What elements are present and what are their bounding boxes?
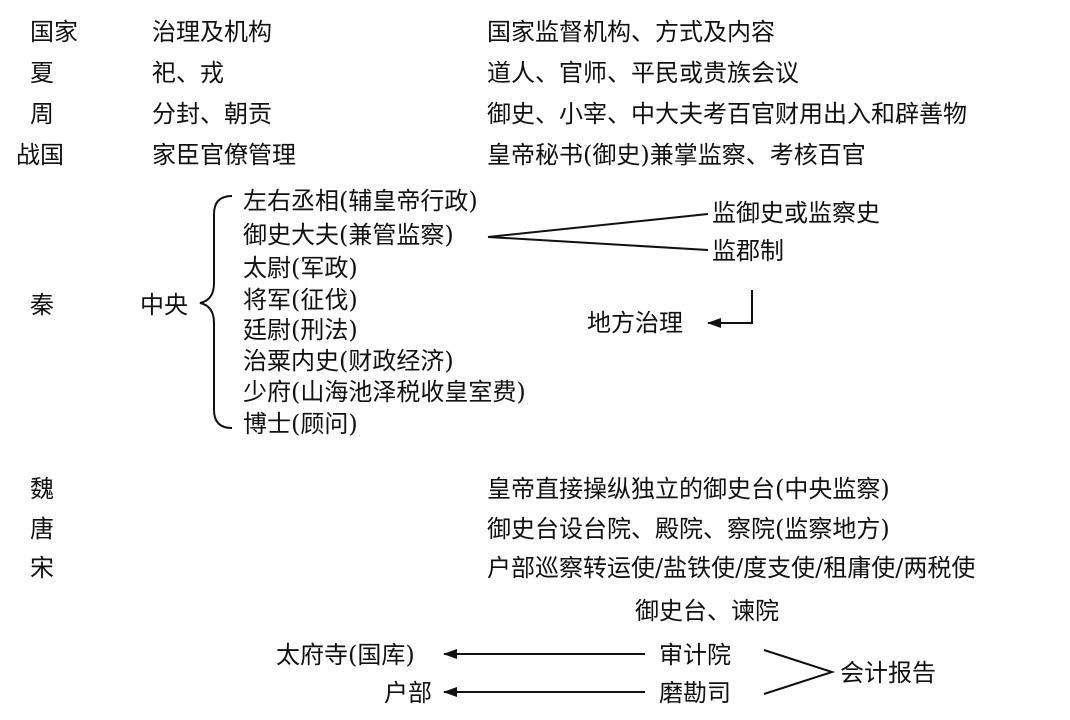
later-state: 宋 [30,554,54,582]
song-treasury: 太府寺(国库) [276,641,415,669]
qin-official-item: 将军(征伐) [243,286,358,314]
report-chevron [763,649,836,695]
qin-official-item: 太尉(军政) [243,254,358,282]
qin-central: 中央 [140,291,188,319]
song-accounting-report: 会计报告 [840,659,936,687]
row-governance: 祀、戎 [152,59,224,87]
row-state: 夏 [30,59,54,87]
row-governance: 家臣官僚管理 [152,141,296,169]
row-state: 战国 [16,141,64,169]
qin-branch-bottom: 监郡制 [712,237,784,265]
qin-official-item: 少府(山海池泽税收皇室费) [243,378,526,406]
row-supervision: 道人、官师、平民或贵族会议 [487,59,799,87]
header-governance: 治理及机构 [152,18,272,46]
qin-local-governance: 地方治理 [587,309,683,337]
song-mokan-office: 磨勘司 [659,679,731,707]
qin-state: 秦 [30,291,54,319]
row-supervision: 皇帝秘书(御史)兼掌监察、考核百官 [487,141,866,169]
song-audit-court: 审计院 [659,641,731,669]
row-state: 周 [30,100,54,128]
qin-official-item: 御史大夫(兼管监察) [243,221,454,249]
qin-brace [199,195,233,429]
song-censorate: 御史台、谏院 [635,597,779,625]
row-governance: 分封、朝贡 [152,100,272,128]
header-state: 国家 [30,18,78,46]
row-supervision: 御史、小宰、中大夫考百官财用出入和辟善物 [487,100,967,128]
local-arrow [707,290,753,328]
later-state: 唐 [30,515,54,543]
qin-official-item: 博士(顾问) [243,410,358,438]
song-hubu: 户部 [384,679,432,707]
qin-official-item: 廷尉(刑法) [243,316,358,344]
later-state: 魏 [30,475,54,503]
later-supervision: 御史台设台院、殿院、察院(监察地方) [487,515,890,543]
later-supervision: 皇帝直接操纵独立的御史台(中央监察) [487,475,890,503]
branch-line-top [487,213,709,238]
branch-line-bottom [487,236,709,251]
qin-branch-top: 监御史或监察史 [712,199,880,227]
header-supervision: 国家监督机构、方式及内容 [487,18,775,46]
qin-official-item: 治粟内史(财政经济) [243,347,454,375]
qin-official-item: 左右丞相(辅皇帝行政) [243,187,478,215]
later-supervision: 户部巡察转运使/盐铁使/度支使/租庸使/两税使 [487,554,976,582]
